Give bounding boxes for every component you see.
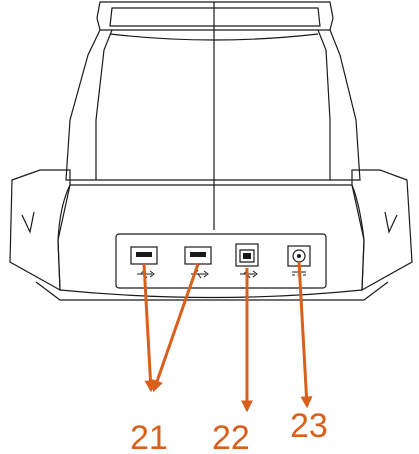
cradle-foot-left bbox=[22, 212, 34, 232]
cradle-base-front bbox=[58, 185, 364, 298]
cradle-top-lip bbox=[110, 8, 320, 26]
callout-labels: 21 22 23 bbox=[130, 407, 328, 454]
callout-label-22: 22 bbox=[212, 419, 250, 454]
callout-arrow-21b bbox=[154, 264, 198, 390]
callout-arrows bbox=[144, 262, 307, 410]
connector-panel bbox=[116, 234, 326, 288]
callout-arrow-23 bbox=[299, 262, 307, 406]
cradle-base-right bbox=[352, 170, 412, 290]
callout-label-23: 23 bbox=[290, 407, 328, 445]
callout-label-21: 21 bbox=[130, 419, 168, 454]
cradle-upper-housing bbox=[66, 30, 360, 180]
usb-type-b-port bbox=[236, 244, 258, 266]
cradle-foot-right bbox=[385, 212, 397, 232]
callout-arrow-21a bbox=[144, 264, 151, 390]
cradle-base bbox=[10, 170, 70, 290]
usb-type-a-port bbox=[131, 247, 157, 264]
cradle-inner-housing bbox=[96, 30, 330, 180]
usb-type-a-port bbox=[185, 247, 211, 264]
